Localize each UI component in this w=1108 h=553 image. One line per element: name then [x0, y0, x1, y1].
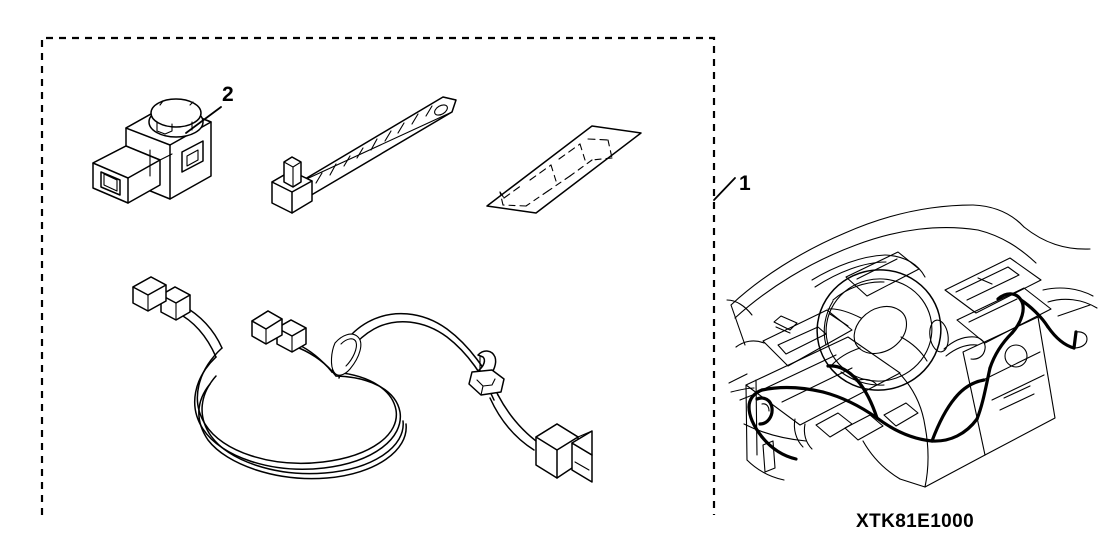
callout-2: 2 [185, 83, 234, 134]
callout-1: 1 [713, 172, 751, 201]
wire-harness-part [132, 276, 593, 483]
template-sheet-part [486, 125, 642, 214]
dashboard-installation-view [726, 204, 1098, 488]
part-code-label: XTK81E1000 [856, 511, 974, 532]
harness-connector-terminal [535, 423, 593, 483]
callout-1-number: 1 [739, 172, 751, 195]
callout-2-number: 2 [222, 83, 234, 106]
relay-connector-assembly [92, 98, 212, 204]
harness-connector-middle [251, 310, 307, 353]
harness-clip-right [468, 350, 505, 396]
cable-tie-part [271, 96, 457, 214]
harness-connector-left [132, 276, 191, 321]
kit-boundary-dashed-box [40, 36, 716, 515]
harness-tie-clip-upper [330, 333, 362, 376]
